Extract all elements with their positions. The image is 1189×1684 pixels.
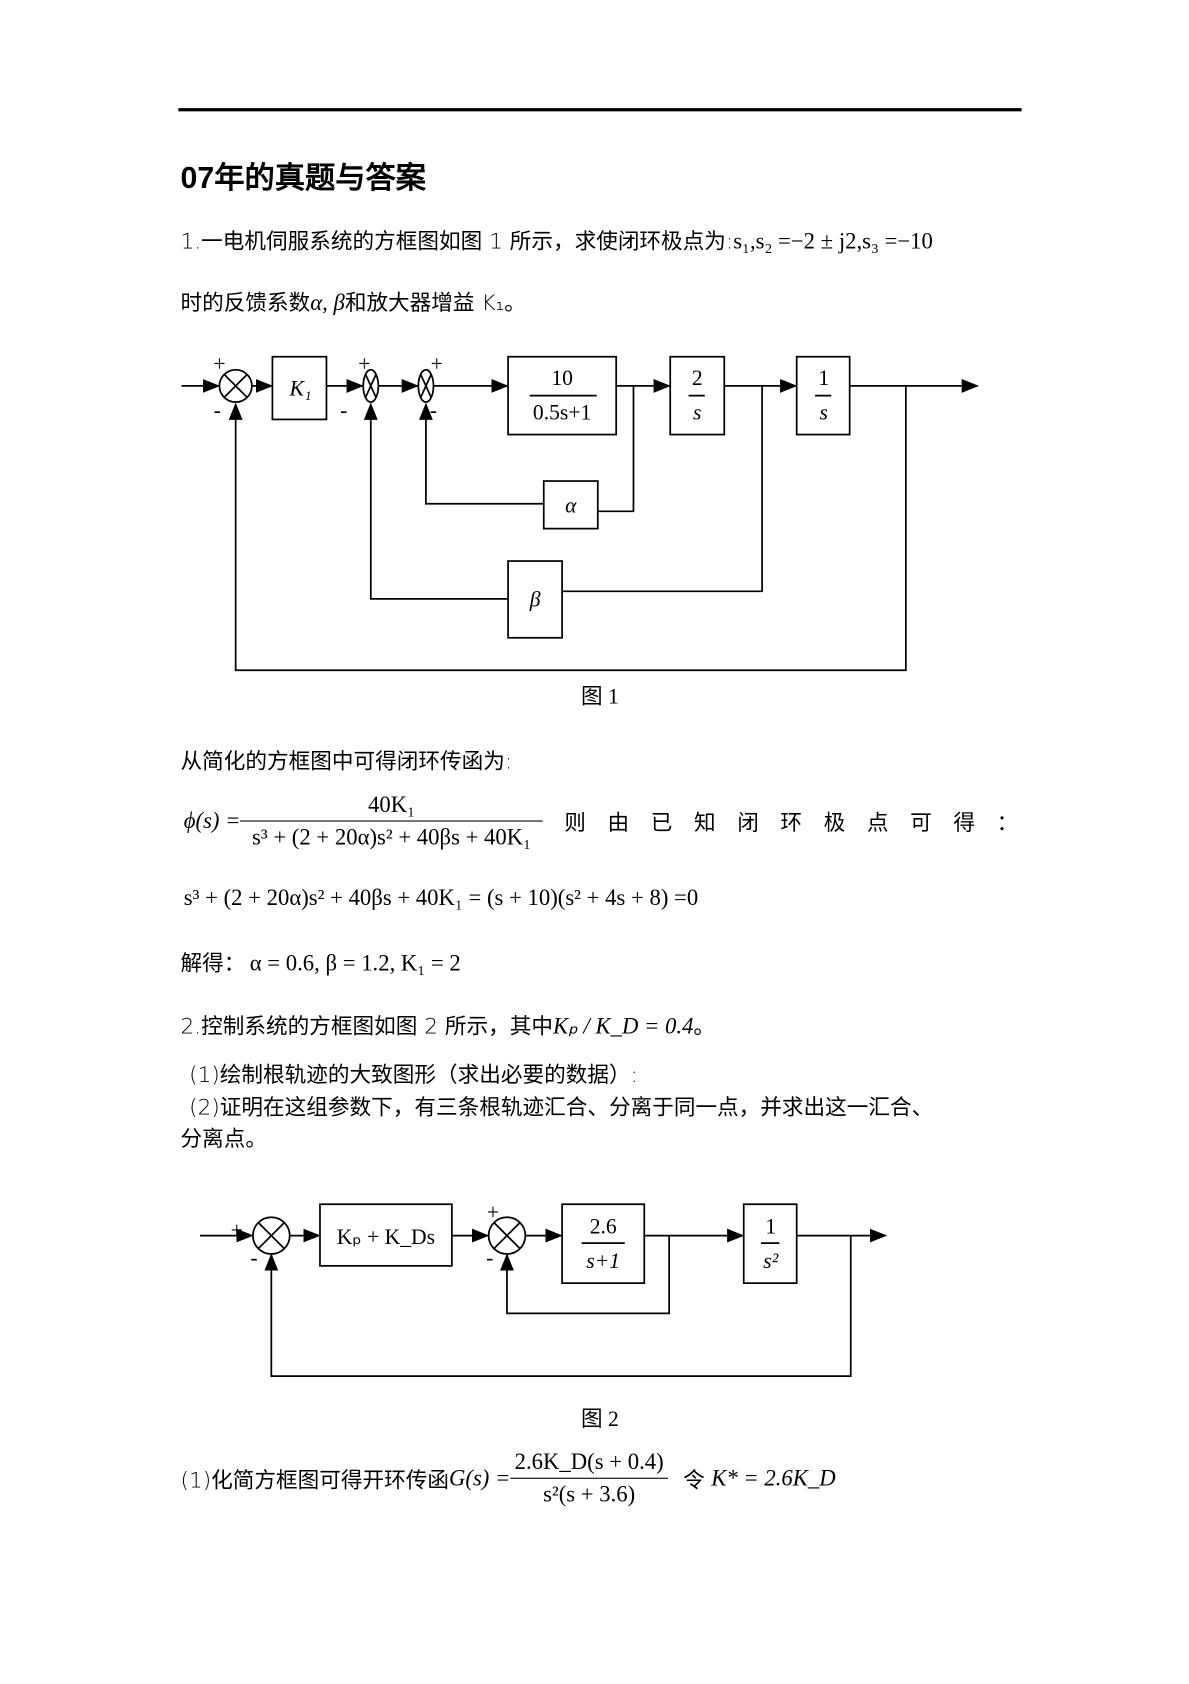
- gain-k1-label: K₁: [289, 377, 312, 401]
- phi-numerator: 40K₁: [240, 791, 543, 822]
- sum1-minus-sign: -: [214, 398, 221, 422]
- characteristic-equation: s³ + (2 + 20α)s² + 40βs + 40K₁ = (s + 10…: [183, 884, 699, 911]
- q1-greek: α, β: [310, 289, 345, 316]
- g-fraction: 2.6K_D(s + 0.4) s²(s + 3.6): [510, 1449, 668, 1508]
- solution-values: α = 0.6, β = 1.2, K₁ = 2: [249, 950, 461, 977]
- block2-denominator: s²: [763, 1249, 778, 1273]
- solution-line: 解得： α = 0.6, β = 1.2, K₁ = 2: [181, 946, 461, 977]
- block1-numerator: 10: [551, 366, 573, 390]
- sum2-plus-sign: +: [358, 352, 370, 376]
- g-lhs: G(s) =: [448, 1464, 511, 1491]
- closed-loop-transfer-function: ϕ(s) = 40K₁ s³ + (2 + 20α)s² + 40βs + 40…: [184, 791, 1040, 850]
- let-text: 令: [683, 1466, 705, 1493]
- figure-2-block-diagram: + - + - Kₚ + K_Ds 2.6 s+1 1 s² 图 2: [199, 1200, 888, 1431]
- block2-denominator: s: [693, 400, 701, 424]
- solve-label: 解得：: [180, 950, 246, 977]
- figure-1-block-diagram: + - + - + - K₁ 10 0.5s+1 2 s 1 s α β 图 1: [181, 352, 979, 709]
- k-star-definition: K* = 2.6K_D: [711, 1464, 836, 1491]
- q2-text: 2.控制系统的方框图如图 2 所示，其中: [180, 1012, 553, 1039]
- block2-numerator: 1: [765, 1214, 776, 1238]
- g-numerator: 2.6K_D(s + 0.4): [510, 1449, 668, 1479]
- page-title: 07年的真题与答案: [180, 161, 427, 195]
- answer-2-prefix: (1)化简方框图可得开环传函: [180, 1466, 449, 1493]
- sum1-plus-sign: +: [213, 352, 225, 376]
- pd-controller-label: Kₚ + K_Ds: [337, 1225, 435, 1249]
- header-rule: [178, 108, 1022, 112]
- question-2-part-2-cont: 分离点。: [180, 1125, 268, 1152]
- block3-denominator: s: [820, 400, 828, 424]
- question-2-part-1: (1)绘制根轨迹的大致图形（求出必要的数据）:: [189, 1061, 638, 1088]
- sum1-plus-sign: +: [231, 1219, 243, 1243]
- block1-denominator: 0.5s+1: [533, 400, 591, 424]
- sum2-minus-sign: -: [340, 398, 347, 422]
- block1-denominator: s+1: [586, 1249, 620, 1273]
- sum2-minus-sign: -: [486, 1246, 493, 1270]
- open-loop-transfer-function: (1)化简方框图可得开环传函 G(s) = 2.6K_D(s + 0.4) s²…: [181, 1449, 836, 1508]
- kp-kd-ratio: Kₚ / K_D = 0.4: [552, 1012, 694, 1039]
- block1-numerator: 2.6: [590, 1214, 617, 1238]
- q1-text-b: 和放大器增益 K₁。: [344, 289, 526, 316]
- g-denominator: s²(s + 3.6): [543, 1480, 636, 1507]
- question-1-line-2: 时的反馈系数α, β和放大器增益 K₁。: [181, 285, 526, 316]
- answer-1-intro: 从简化的方框图中可得闭环传函为:: [180, 748, 513, 774]
- sum3-minus-sign: -: [430, 398, 437, 422]
- figure-2-caption: 图 2: [581, 1407, 619, 1431]
- block3-numerator: 1: [818, 366, 829, 390]
- phi-denominator: s³ + (2 + 20α)s² + 40βs + 40K₁: [252, 823, 532, 850]
- beta-block-label: β: [529, 587, 541, 611]
- alpha-block-label: α: [565, 493, 577, 517]
- sum3-plus-sign: +: [431, 352, 443, 376]
- phi-lhs: ϕ(s) =: [183, 807, 241, 834]
- q1-text-a: 时的反馈系数: [180, 289, 311, 316]
- question-2-part-2: (2)证明在这组参数下，有三条根轨迹汇合、分离于同一点，并求出这一汇合、: [189, 1093, 934, 1120]
- phi-fraction: 40K₁ s³ + (2 + 20α)s² + 40βs + 40K₁: [240, 791, 543, 850]
- figure-1-caption: 图 1: [581, 685, 619, 709]
- block2-numerator: 2: [692, 366, 703, 390]
- sum2-plus-sign: +: [487, 1200, 499, 1224]
- q2-period: 。: [693, 1012, 716, 1039]
- then-text: 则由已知闭环极点可得：: [564, 809, 1040, 836]
- closed-loop-poles: s₁,s₂ =−2 ± j2,s₃ =−10: [733, 228, 933, 255]
- question-2-line-1: 2.控制系统的方框图如图 2 所示，其中Kₚ / K_D = 0.4。: [181, 1009, 716, 1040]
- question-1-line-1: 1.一电机伺服系统的方框图如图 1 所示，求使闭环极点为:s₁,s₂ =−2 ±…: [181, 224, 933, 255]
- sum1-minus-sign: -: [250, 1246, 257, 1270]
- question-1-text: 1.一电机伺服系统的方框图如图 1 所示，求使闭环极点为:: [180, 228, 734, 255]
